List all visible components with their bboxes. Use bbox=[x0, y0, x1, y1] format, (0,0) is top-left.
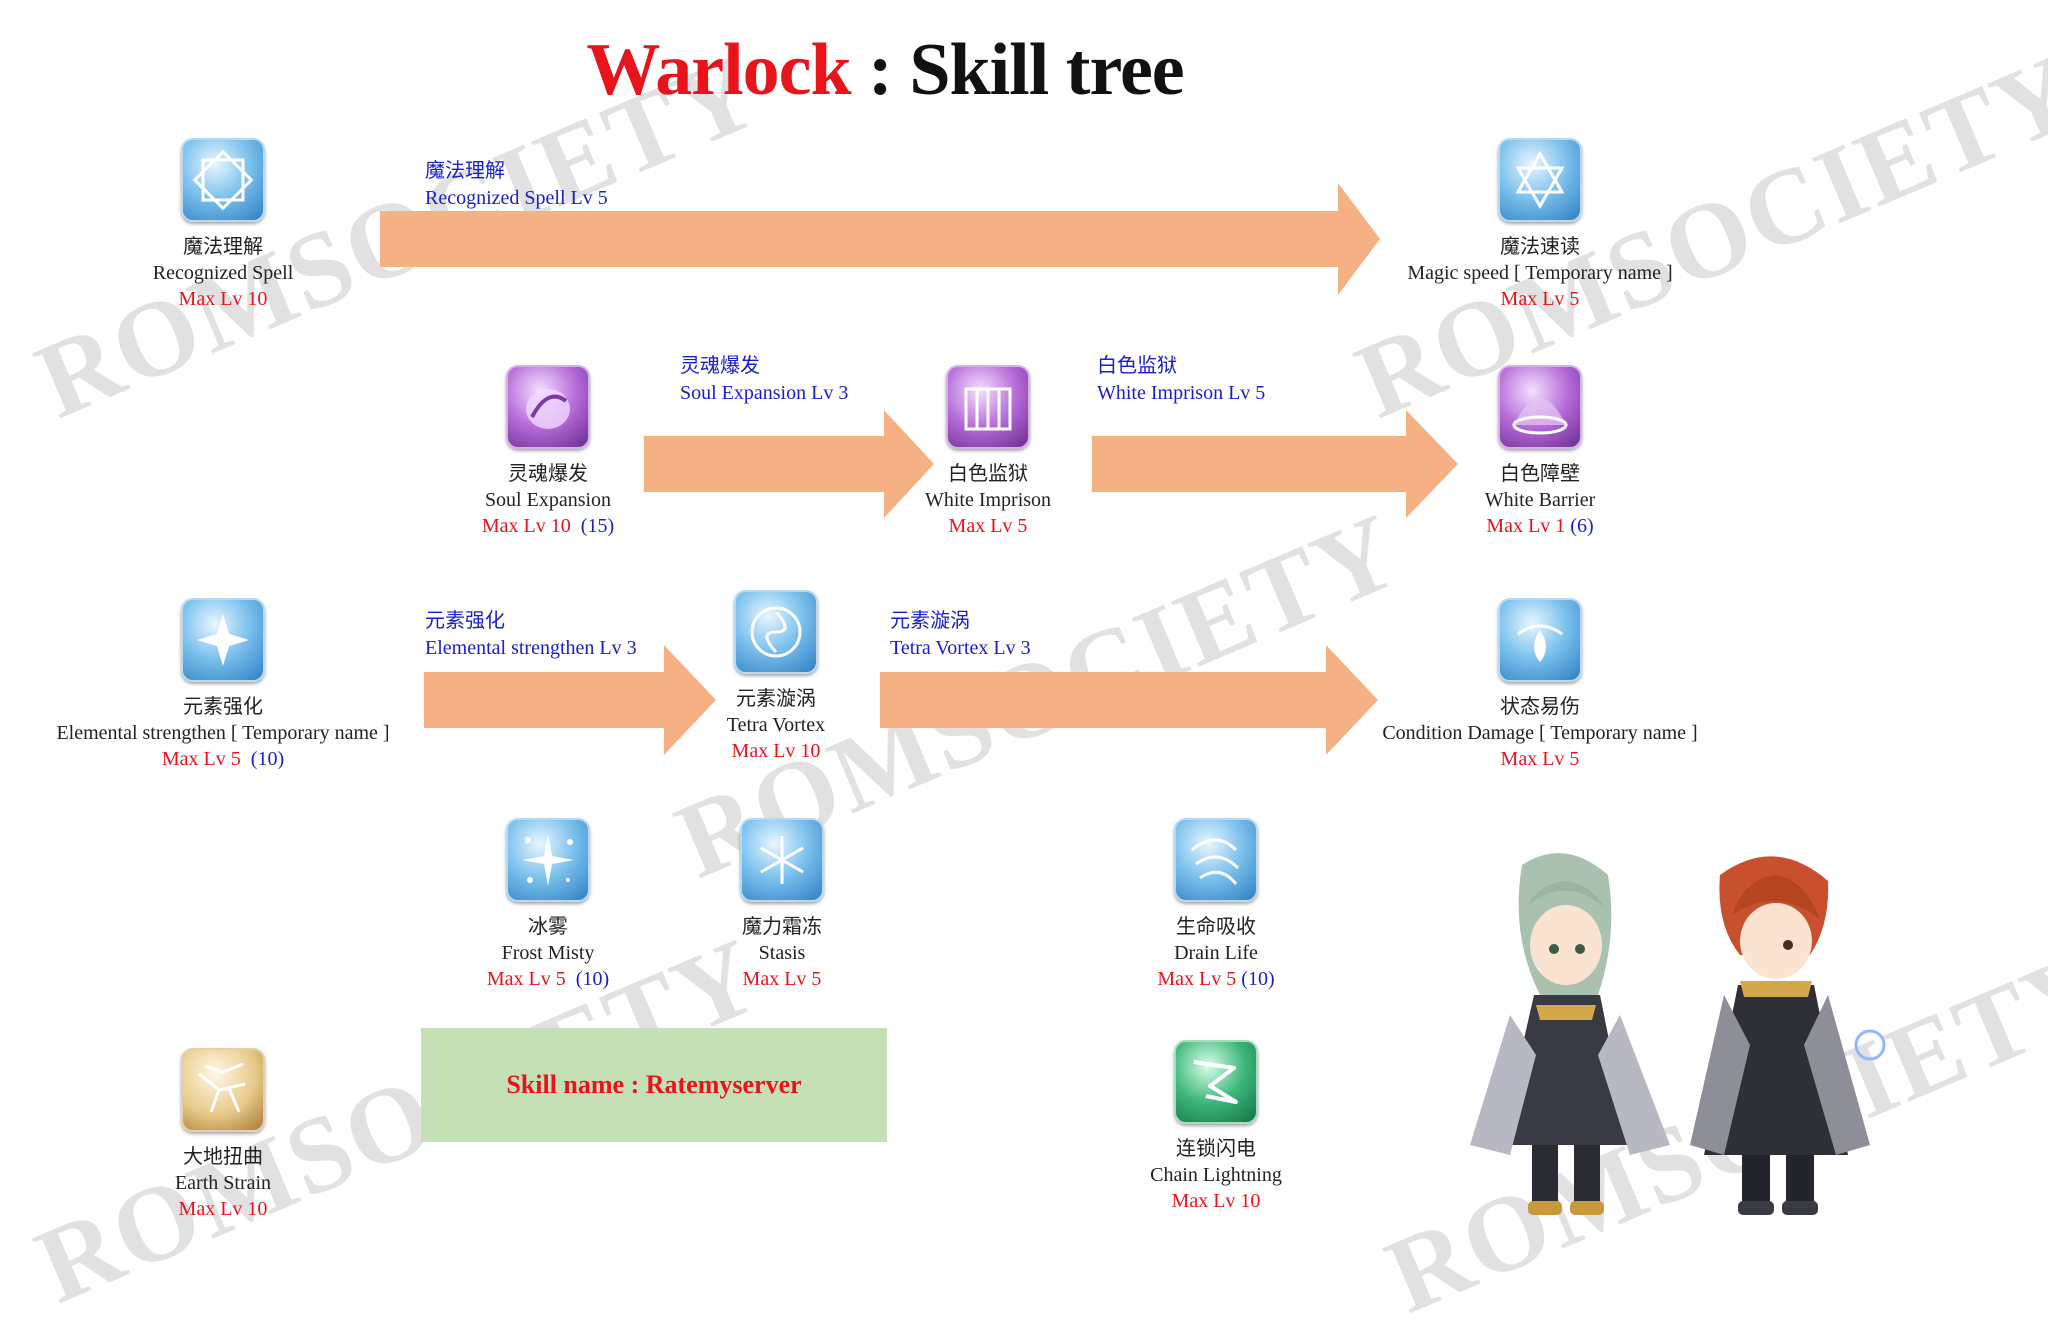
cage-icon bbox=[946, 365, 1030, 449]
prereq-label-cn: 魔法理解 bbox=[425, 160, 505, 182]
prereq-label-cn: 灵魂爆发 bbox=[680, 355, 760, 377]
prereq-label-en: Recognized Spell Lv 5 bbox=[425, 187, 608, 209]
skill-name-cn: 魔法速读 bbox=[1500, 236, 1580, 258]
arrow-tetra-to-condition bbox=[880, 645, 1378, 755]
skill-name-cn: 大地扭曲 bbox=[183, 1146, 263, 1168]
skill-name-en: White Barrier bbox=[1484, 489, 1596, 511]
prereq-label-en: White Imprison Lv 5 bbox=[1097, 382, 1266, 404]
elemental-star-icon bbox=[181, 598, 265, 682]
skill-max-level: Max Lv 5 bbox=[948, 515, 1028, 537]
skill-max-level: Max Lv 10 bbox=[178, 1198, 268, 1220]
prereq-label: 白色监狱 White Imprison Lv 5 bbox=[1097, 353, 1265, 407]
skill-name-en: Earth Strain bbox=[174, 1172, 272, 1194]
eye-drop-icon bbox=[1498, 598, 1582, 682]
skill-chain-lightning[interactable]: 连锁闪电 Chain Lightning Max Lv 10 bbox=[976, 1040, 1456, 1214]
skill-name-cn: 元素漩涡 bbox=[736, 688, 816, 710]
skill-name-cn: 灵魂爆发 bbox=[508, 463, 588, 485]
skill-max-level: Max Lv 1 (6) bbox=[1486, 515, 1594, 537]
prereq-label: 元素漩涡 Tetra Vortex Lv 3 bbox=[890, 608, 1031, 662]
soul-orb-icon bbox=[506, 365, 590, 449]
warlock-characters-illustration bbox=[1470, 845, 1900, 1225]
wind-swirl-icon bbox=[1174, 818, 1258, 902]
skill-name-cn: 冰雾 bbox=[528, 916, 568, 938]
title-class-name: Warlock bbox=[586, 29, 851, 111]
skill-max-level: Max Lv 10 bbox=[731, 740, 821, 762]
skill-elemental-strengthen[interactable]: 元素强化 Elemental strengthen [ Temporary na… bbox=[0, 598, 463, 772]
skill-name-box: Skill name : Ratemyserver bbox=[421, 1028, 887, 1142]
arrow-elemental-to-tetra bbox=[424, 645, 716, 755]
arrow-imprison-to-barrier bbox=[1092, 410, 1458, 518]
skill-white-imprison[interactable]: 白色监狱 White Imprison Max Lv 5 bbox=[748, 365, 1228, 539]
skill-name-en: Elemental strengthen [ Temporary name ] bbox=[56, 722, 390, 744]
skill-name-cn: 状态易伤 bbox=[1500, 696, 1580, 718]
skill-name-en: Condition Damage [ Temporary name ] bbox=[1382, 722, 1698, 744]
skill-name-en: Chain Lightning bbox=[1150, 1164, 1282, 1186]
skill-name-cn: 生命吸收 bbox=[1176, 916, 1256, 938]
barrier-dome-icon bbox=[1498, 365, 1582, 449]
skill-max-level: Max Lv 10 bbox=[1171, 1190, 1261, 1212]
skill-tetra-vortex[interactable]: 元素漩涡 Tetra Vortex Max Lv 10 bbox=[536, 590, 1016, 764]
hexagram-icon bbox=[1498, 138, 1582, 222]
skill-max-level: Max Lv 10 bbox=[178, 288, 268, 310]
prereq-label: 灵魂爆发 Soul Expansion Lv 3 bbox=[680, 353, 848, 407]
prereq-label: 魔法理解 Recognized Spell Lv 5 bbox=[425, 158, 608, 212]
cracked-earth-icon bbox=[181, 1048, 265, 1132]
skill-name-en: Tetra Vortex bbox=[726, 714, 826, 736]
skill-max-level: Max Lv 5 bbox=[742, 968, 822, 990]
frost-sparkle-icon bbox=[506, 818, 590, 902]
skill-name-en: Drain Life bbox=[1174, 942, 1258, 964]
skill-name-en: Recognized Spell bbox=[152, 262, 294, 284]
page-title: Warlock : Skill tree bbox=[0, 28, 1770, 113]
prereq-label-cn: 白色监狱 bbox=[1097, 355, 1177, 377]
skill-name-en: White Imprison bbox=[924, 489, 1052, 511]
prereq-label-cn: 元素漩涡 bbox=[890, 610, 970, 632]
title-rest: Skill tree bbox=[909, 29, 1184, 111]
snowflake-icon bbox=[740, 818, 824, 902]
skill-max-level: Max Lv 5 (10) bbox=[161, 748, 285, 770]
recognized-spell-icon bbox=[181, 138, 265, 222]
skill-soul-expansion[interactable]: 灵魂爆发 Soul Expansion Max Lv 10 (15) bbox=[308, 365, 788, 539]
skill-white-barrier[interactable]: 白色障壁 White Barrier Max Lv 1 (6) bbox=[1300, 365, 1780, 539]
skill-name-cn: 白色监狱 bbox=[948, 463, 1028, 485]
skill-earth-strain[interactable]: 大地扭曲 Earth Strain Max Lv 10 bbox=[0, 1048, 463, 1222]
arrow-recognized-to-magic-speed bbox=[380, 183, 1380, 295]
prereq-label-cn: 元素强化 bbox=[425, 610, 505, 632]
skill-name-en: Soul Expansion bbox=[484, 489, 612, 511]
skill-name-cn: 魔力霜冻 bbox=[742, 916, 822, 938]
skill-name-cn: 连锁闪电 bbox=[1176, 1138, 1256, 1160]
prereq-label-en: Soul Expansion Lv 3 bbox=[680, 382, 849, 404]
prereq-label: 元素强化 Elemental strengthen Lv 3 bbox=[425, 608, 637, 662]
skill-name-en: Stasis bbox=[758, 942, 806, 964]
skill-name-en: Frost Misty bbox=[501, 942, 595, 964]
skill-max-level: Max Lv 5 bbox=[1500, 748, 1580, 770]
skill-name-cn: 元素强化 bbox=[183, 696, 263, 718]
skill-magic-speed[interactable]: 魔法速读 Magic speed [ Temporary name ] Max … bbox=[1300, 138, 1780, 312]
skill-stasis[interactable]: 魔力霜冻 Stasis Max Lv 5 bbox=[542, 818, 1022, 992]
skill-name-cn: 白色障壁 bbox=[1500, 463, 1580, 485]
skill-max-level: Max Lv 5 bbox=[1500, 288, 1580, 310]
skill-max-level: Max Lv 5 (10) bbox=[1157, 968, 1275, 990]
skill-max-level: Max Lv 5 (10) bbox=[486, 968, 610, 990]
skill-condition-damage[interactable]: 状态易伤 Condition Damage [ Temporary name ]… bbox=[1300, 598, 1780, 772]
vortex-icon bbox=[734, 590, 818, 674]
skill-recognized-spell[interactable]: 魔法理解 Recognized Spell Max Lv 10 bbox=[0, 138, 463, 312]
arrow-soul-to-imprison bbox=[644, 410, 934, 518]
lightning-icon bbox=[1174, 1040, 1258, 1124]
skill-name-en: Magic speed [ Temporary name ] bbox=[1407, 262, 1673, 284]
skill-name-cn: 魔法理解 bbox=[183, 236, 263, 258]
prereq-label-en: Tetra Vortex Lv 3 bbox=[890, 637, 1031, 659]
skill-max-level: Max Lv 10 (15) bbox=[481, 515, 615, 537]
prereq-label-en: Elemental strengthen Lv 3 bbox=[425, 637, 637, 659]
skill-drain-life[interactable]: 生命吸收 Drain Life Max Lv 5 (10) bbox=[976, 818, 1456, 992]
title-separator: : bbox=[868, 29, 893, 111]
skill-frost-misty[interactable]: 冰雾 Frost Misty Max Lv 5 (10) bbox=[308, 818, 788, 992]
